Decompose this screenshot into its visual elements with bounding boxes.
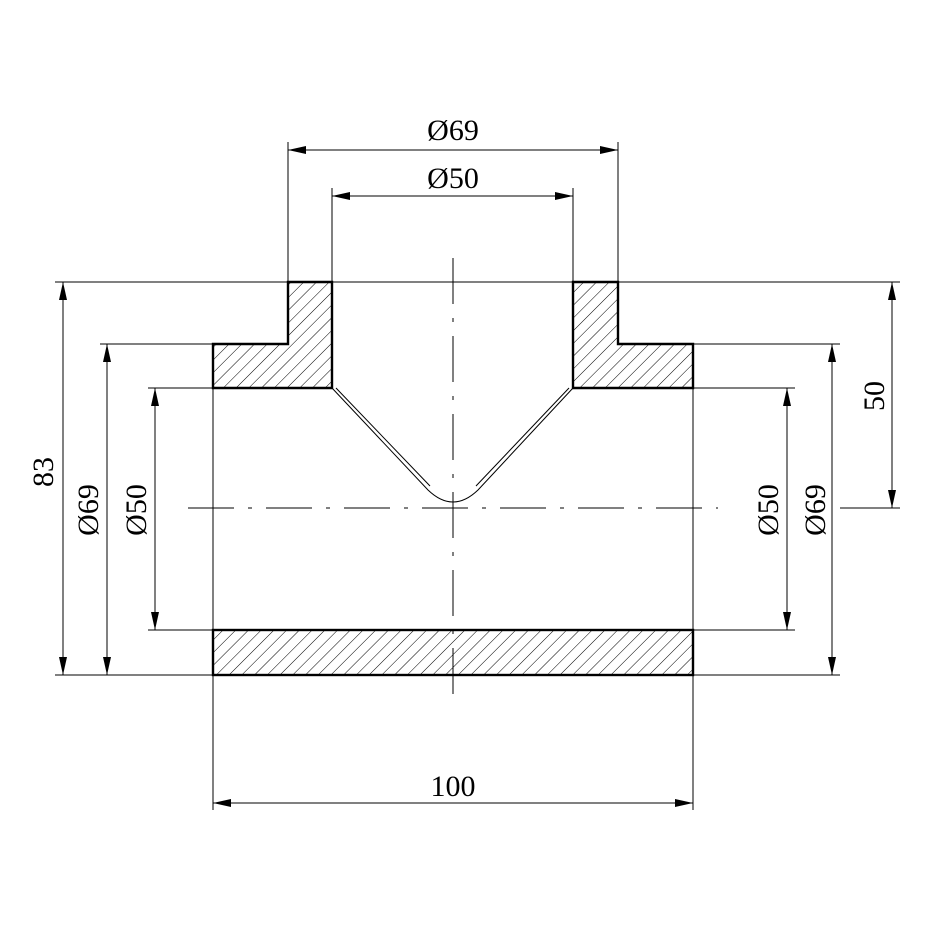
dim-top-inner-diameter: Ø50: [427, 162, 479, 195]
dim-overall-length: 100: [431, 770, 476, 803]
dim-branch-height: 50: [858, 381, 891, 411]
centerlines: [188, 258, 718, 702]
section-left-wall: [211, 280, 334, 390]
dim-top-outer-diameter: Ø69: [427, 114, 479, 147]
dimension-lines: [59, 146, 896, 807]
dim-right-outer-diameter: Ø69: [799, 484, 832, 536]
dimension-labels: Ø69 Ø50 83 Ø69 Ø50 Ø50 Ø69 50 100: [27, 114, 891, 803]
dim-right-inner-diameter: Ø50: [752, 484, 785, 536]
dim-left-inner-diameter: Ø50: [120, 484, 153, 536]
section-right-wall: [571, 280, 695, 390]
dim-left-outer-diameter: Ø69: [72, 484, 105, 536]
extension-lines: [55, 142, 900, 810]
dim-overall-height: 83: [27, 457, 60, 487]
